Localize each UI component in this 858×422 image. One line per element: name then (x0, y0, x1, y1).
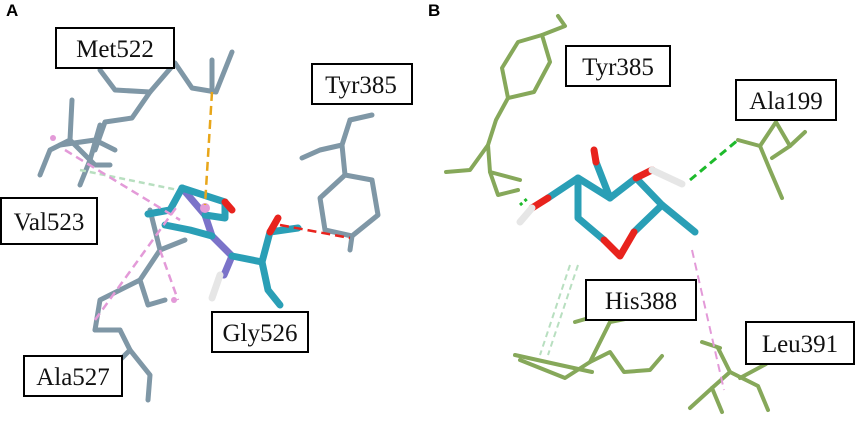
panel-b-label-leu391: Leu391 (745, 321, 855, 365)
panel-a-label-met522: Met522 (55, 27, 175, 69)
svg-text:Ala527: Ala527 (36, 364, 110, 391)
panel-b-label-tyr385: Tyr385 (565, 45, 671, 87)
panel-a: A (0, 1, 413, 403)
panel-b-ligand (516, 146, 699, 260)
panel-b: B (428, 1, 855, 414)
svg-text:Met522: Met522 (76, 36, 154, 63)
panel-a-label-val523: Val523 (0, 197, 98, 245)
panel-b-label-his388: His388 (585, 279, 697, 321)
panel-b-letter: B (428, 1, 440, 20)
panel-a-label-tyr385: Tyr385 (311, 63, 413, 105)
svg-text:Leu391: Leu391 (762, 331, 838, 358)
svg-text:Gly526: Gly526 (223, 320, 298, 347)
panel-a-label-gly526: Gly526 (211, 311, 309, 353)
svg-text:Val523: Val523 (14, 209, 85, 236)
panel-b-interactions (519, 138, 739, 391)
svg-text:Tyr385: Tyr385 (325, 72, 397, 99)
svg-text:Tyr385: Tyr385 (582, 54, 654, 81)
panel-a-ligand (50, 135, 302, 309)
panel-b-label-ala199: Ala199 (735, 79, 837, 121)
svg-text:His388: His388 (605, 288, 677, 315)
panel-a-label-ala527: Ala527 (23, 355, 123, 397)
svg-text:Ala199: Ala199 (749, 88, 823, 115)
panel-a-interactions (64, 91, 351, 321)
panel-a-letter: A (6, 1, 18, 20)
panel-a-residue-sticks (37, 49, 381, 403)
